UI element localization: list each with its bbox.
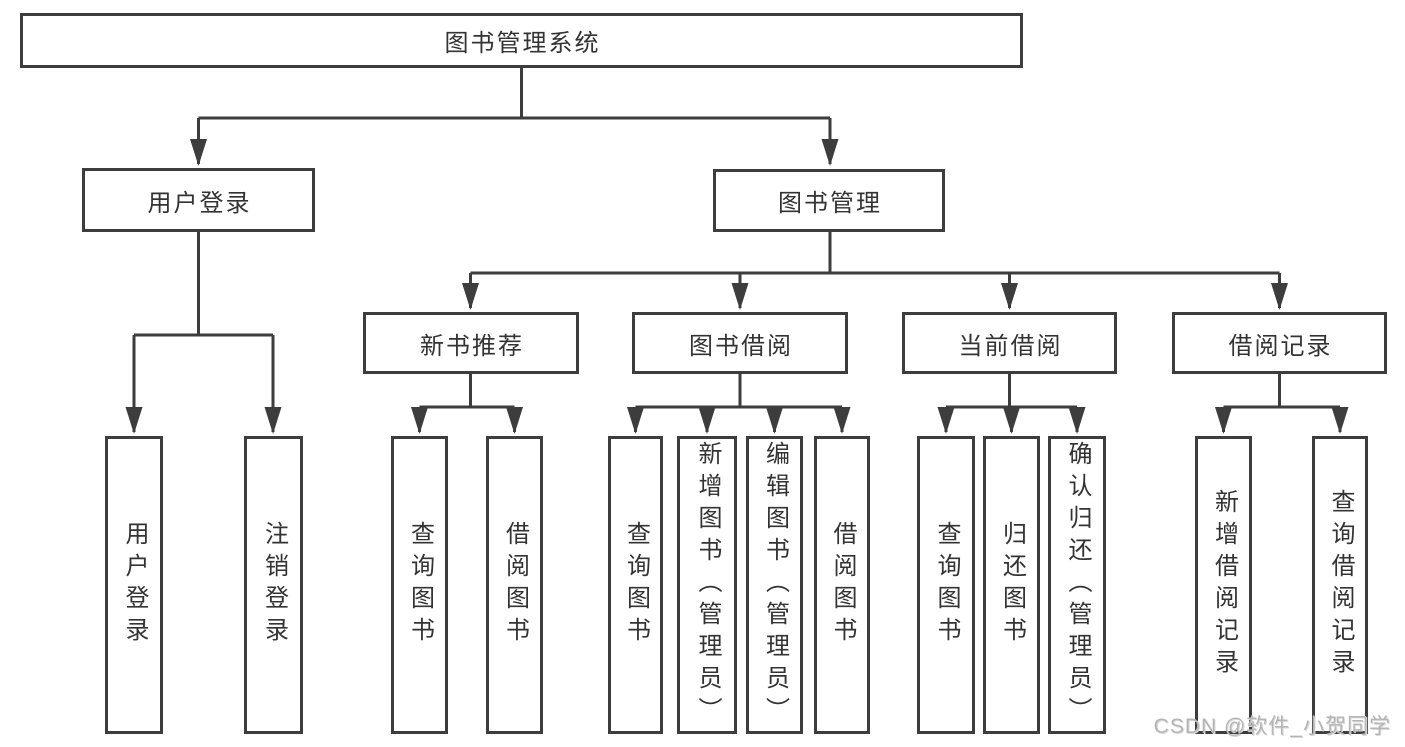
leaf-bb-borrow-books: 借阅图书 (814, 436, 870, 734)
node-new-book-recommend: 新书推荐 (363, 312, 579, 374)
leaf-nbr-query-books: 查询图书 (391, 436, 448, 734)
leaf-cb-confirm-return-admin-label: 确认归还（管理员） (1064, 441, 1091, 729)
leaf-cb-return-books-label: 归还图书 (998, 521, 1026, 649)
leaf-br-query-record-label: 查询借阅记录 (1327, 489, 1354, 681)
node-user-login: 用户登录 (82, 168, 315, 232)
node-book-borrowing-label: 图书借阅 (689, 332, 793, 360)
leaf-cb-query-books-label: 查询图书 (933, 521, 960, 649)
node-current-borrowing: 当前借阅 (902, 312, 1117, 374)
leaf-bb-query-books-label: 查询图书 (622, 521, 650, 649)
leaf-bb-borrow-books-label: 借阅图书 (829, 521, 856, 649)
leaf-bb-add-books-admin-label: 新增图书（管理员） (694, 441, 721, 729)
leaf-logout: 注销登录 (244, 436, 303, 734)
leaf-nbr-borrow-books-label: 借阅图书 (501, 521, 529, 649)
arrowheads (125, 139, 1349, 434)
leaf-bb-add-books-admin: 新增图书（管理员） (677, 436, 737, 734)
leaf-logout-label: 注销登录 (260, 521, 288, 649)
leaf-br-query-record: 查询借阅记录 (1312, 436, 1368, 734)
leaf-bb-query-books: 查询图书 (608, 436, 663, 734)
leaf-cb-return-books: 归还图书 (983, 436, 1040, 734)
leaf-cb-confirm-return-admin: 确认归还（管理员） (1048, 436, 1106, 734)
node-user-login-label: 用户登录 (147, 189, 252, 217)
node-new-book-recommend-label: 新书推荐 (420, 332, 524, 360)
leaf-br-add-record: 新增借阅记录 (1195, 436, 1252, 734)
node-current-borrowing-label: 当前借阅 (958, 332, 1063, 360)
node-borrowing-records: 借阅记录 (1172, 312, 1387, 374)
leaf-user-login-label: 用户登录 (121, 521, 148, 649)
leaf-bb-edit-books-admin-label: 编辑图书（管理员） (761, 441, 789, 729)
leaf-bb-edit-books-admin: 编辑图书（管理员） (746, 436, 803, 734)
leaf-nbr-borrow-books: 借阅图书 (486, 436, 543, 734)
leaf-nbr-query-books-label: 查询图书 (406, 521, 434, 649)
node-root: 图书管理系统 (20, 13, 1023, 68)
leaf-user-login: 用户登录 (105, 436, 163, 734)
watermark: CSDN @软件_小贺同学 (1153, 715, 1391, 738)
node-book-management: 图书管理 (713, 169, 945, 232)
node-root-label: 图书管理系统 (444, 30, 601, 57)
node-book-management-label: 图书管理 (778, 190, 882, 217)
leaf-br-add-record-label: 新增借阅记录 (1210, 489, 1238, 681)
leaf-cb-query-books: 查询图书 (917, 436, 975, 734)
node-borrowing-records-label: 借阅记录 (1228, 332, 1333, 360)
node-book-borrowing: 图书借阅 (632, 312, 848, 374)
